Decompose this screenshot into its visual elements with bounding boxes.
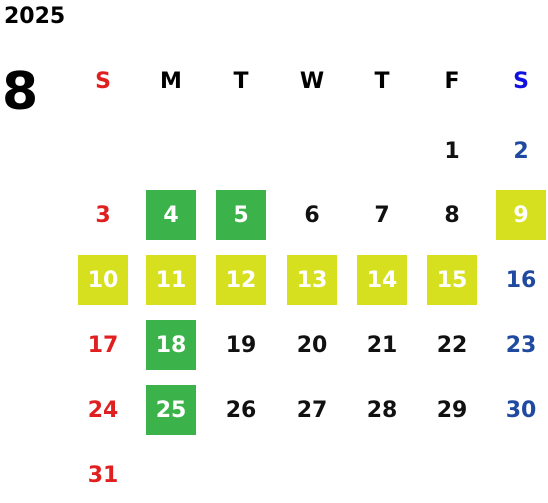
day-cell[interactable]: 20 xyxy=(296,332,328,358)
day-cell[interactable]: 15 xyxy=(427,255,477,305)
weekday-label: T xyxy=(233,69,249,94)
day-cell[interactable]: 30 xyxy=(505,397,537,423)
weekday-label: W xyxy=(299,69,325,94)
day-cell[interactable]: 14 xyxy=(357,255,407,305)
day-cell[interactable]: 11 xyxy=(146,255,196,305)
day-cell[interactable]: 8 xyxy=(444,202,460,228)
day-cell[interactable]: 4 xyxy=(146,190,196,240)
day-cell[interactable]: 26 xyxy=(225,397,257,423)
day-cell[interactable]: 31 xyxy=(87,462,119,488)
day-cell[interactable]: 6 xyxy=(304,202,320,228)
day-cell[interactable]: 17 xyxy=(87,332,119,358)
day-cell[interactable]: 21 xyxy=(366,332,398,358)
day-cell[interactable]: 25 xyxy=(146,385,196,435)
day-cell[interactable]: 5 xyxy=(216,190,266,240)
weekday-label: S xyxy=(513,69,529,94)
day-cell[interactable]: 3 xyxy=(95,202,111,228)
day-cell[interactable]: 1 xyxy=(444,138,460,164)
day-cell[interactable]: 13 xyxy=(287,255,337,305)
month-number: 8 xyxy=(2,62,39,122)
day-cell[interactable]: 23 xyxy=(505,332,537,358)
day-cell[interactable]: 12 xyxy=(216,255,266,305)
weekday-label: T xyxy=(374,69,390,94)
day-cell[interactable]: 24 xyxy=(87,397,119,423)
day-cell[interactable]: 28 xyxy=(366,397,398,423)
day-cell[interactable]: 10 xyxy=(78,255,128,305)
day-cell[interactable]: 9 xyxy=(496,190,546,240)
day-cell[interactable]: 7 xyxy=(374,202,390,228)
day-cell[interactable]: 19 xyxy=(225,332,257,358)
year-label: 2025 xyxy=(4,4,66,29)
weekday-label: M xyxy=(160,69,182,94)
day-cell[interactable]: 22 xyxy=(436,332,468,358)
day-cell[interactable]: 27 xyxy=(296,397,328,423)
weekday-label: F xyxy=(444,69,460,94)
day-cell[interactable]: 18 xyxy=(146,320,196,370)
weekday-label: S xyxy=(95,69,111,94)
day-cell[interactable]: 29 xyxy=(436,397,468,423)
day-cell[interactable]: 2 xyxy=(513,138,529,164)
day-cell[interactable]: 16 xyxy=(505,267,537,293)
